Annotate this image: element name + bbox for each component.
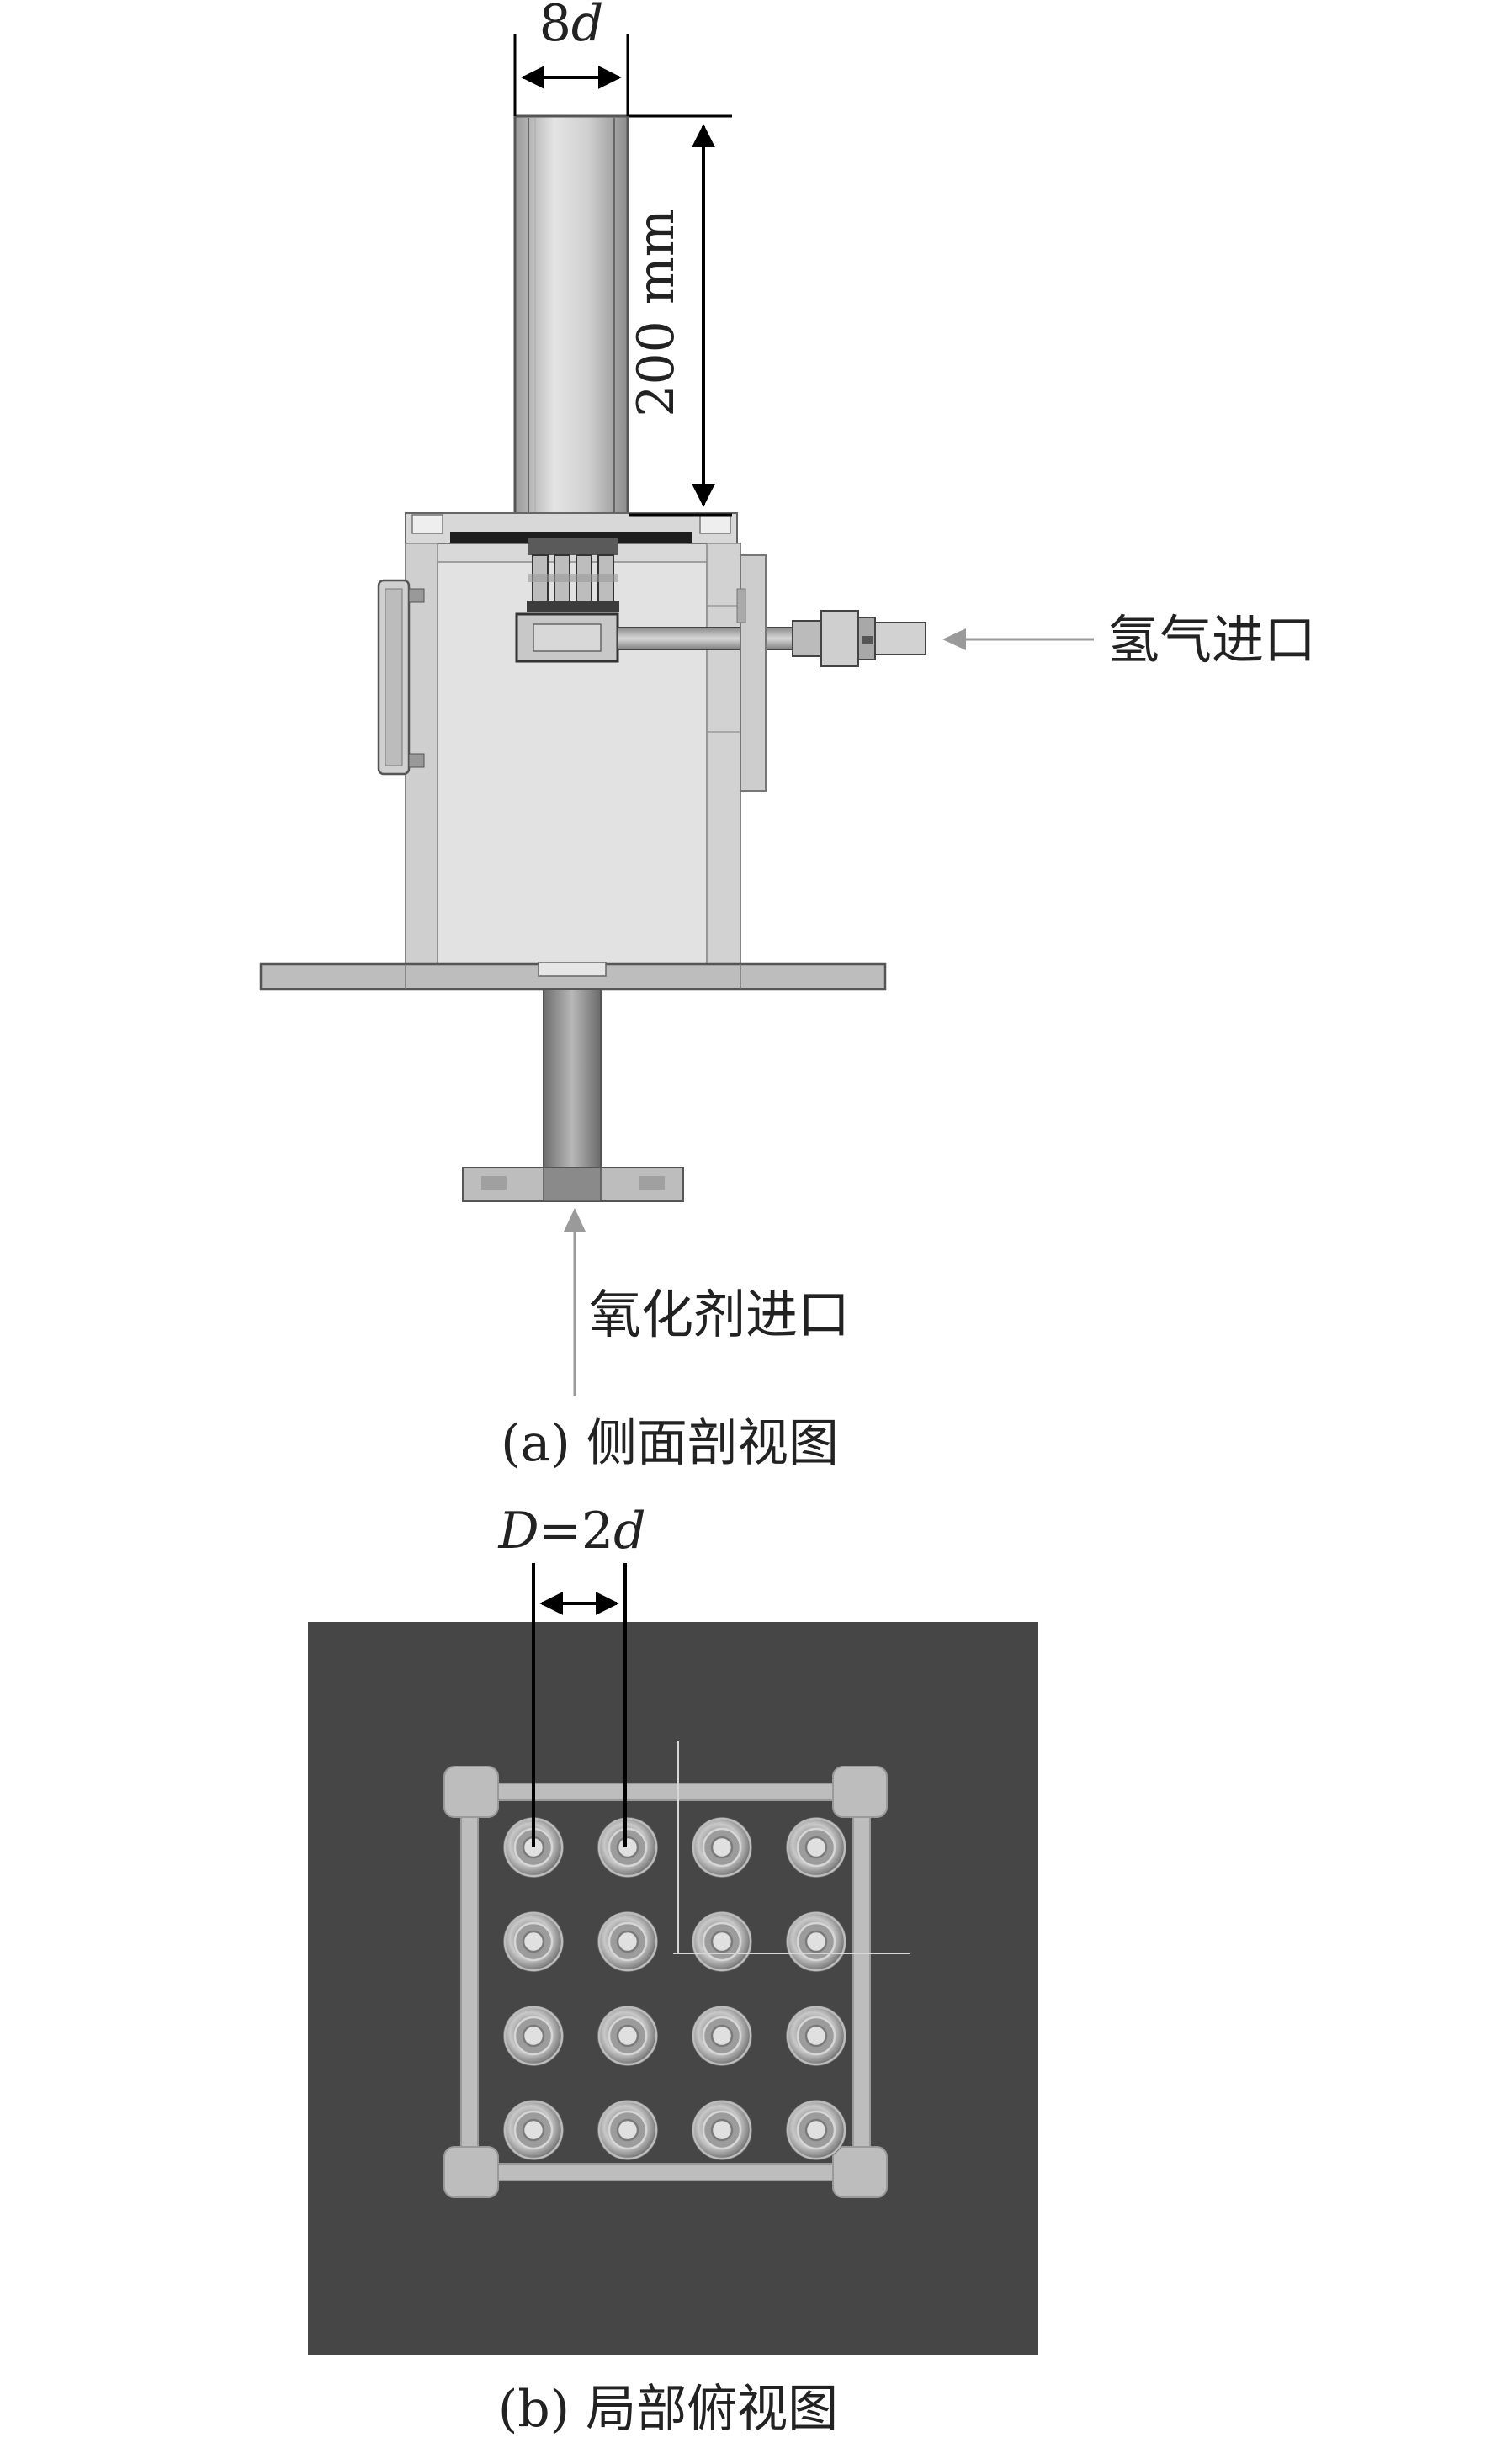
injector-hole <box>597 1817 658 1878</box>
injector-hole <box>597 1911 658 1972</box>
injector-hole <box>503 2006 564 2066</box>
injector-hole-grid <box>503 1817 846 2160</box>
dimension-pitch-label: D=2d <box>498 1502 646 1561</box>
oxidizer-inlet-label: 氧化剂进口 <box>589 1284 850 1345</box>
injector-hole <box>786 2006 846 2066</box>
injector-body <box>405 512 741 965</box>
dimension-200mm-label: 200 mm <box>627 209 686 416</box>
hydrogen-inlet-label: 氢气进口 <box>1107 609 1316 670</box>
injector-hole <box>786 1817 846 1878</box>
injector-hole <box>692 2006 752 2066</box>
dimension-8d: 8d <box>513 0 629 116</box>
dimension-200mm: 200 mm <box>627 114 732 517</box>
hydrogen-inlet-callout: 氢气进口 <box>942 609 1316 670</box>
injector-hole <box>597 2006 658 2066</box>
injector-hole <box>503 2100 564 2160</box>
injector-hole <box>692 2100 752 2160</box>
combustion-tube <box>513 114 629 517</box>
oxidizer-inlet-callout: 氧化剂进口 <box>564 1208 850 1396</box>
injector-hole <box>692 1911 752 1972</box>
injector-hole <box>597 2100 658 2160</box>
caption-b: (b) 局部俯视图 <box>498 2380 838 2439</box>
side-plate <box>736 554 767 792</box>
injector-posts <box>527 538 619 612</box>
top-view-panel <box>308 1622 1038 2355</box>
oxidizer-pipe <box>462 962 684 1202</box>
injector-frame <box>443 1766 888 2198</box>
caption-a: (a) 侧面剖视图 <box>501 1414 839 1473</box>
hydrogen-fitting <box>792 610 926 667</box>
side-section-view: 8d 200 mm 氢气进口 氧化剂进口 (a) 侧面剖视图 <box>259 0 1316 1473</box>
top-view: D=2d (b) 局部俯视图 <box>308 1502 1038 2439</box>
injector-hole <box>692 1817 752 1878</box>
injector-hole <box>786 2100 846 2160</box>
injector-hole <box>503 1911 564 1972</box>
measurement-cross <box>673 1741 910 1954</box>
injector-hole <box>786 1911 846 1972</box>
dimension-pitch: D=2d <box>498 1502 646 1847</box>
left-window <box>377 579 425 776</box>
dimension-8d-label: 8d <box>539 0 604 53</box>
